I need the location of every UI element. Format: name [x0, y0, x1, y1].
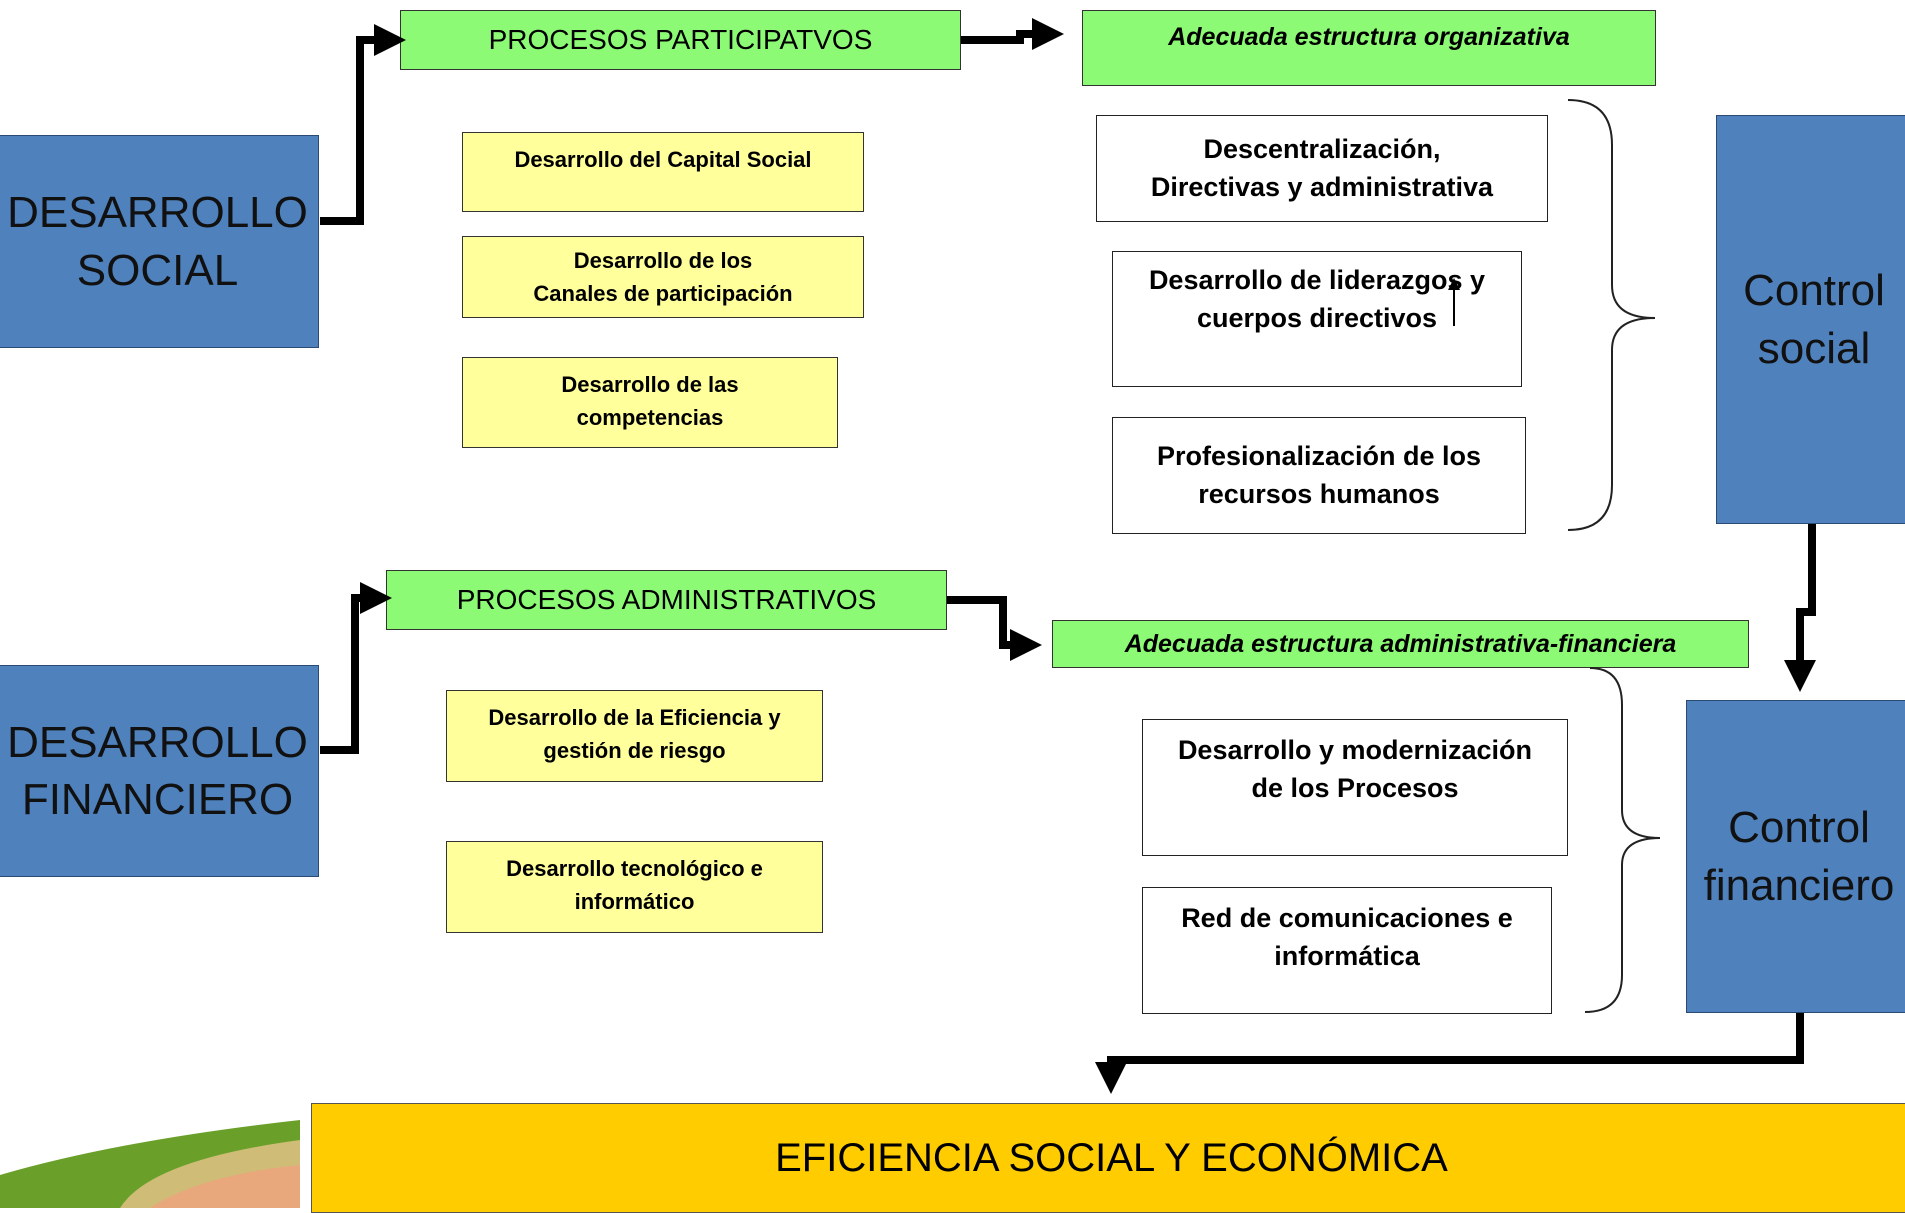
procesos-participativos-label: PROCESOS PARTICIPATVOS [488, 24, 873, 55]
admin-item-line: Desarrollo y modernización [1177, 735, 1533, 765]
estructura-administrativa-box: Adecuada estructura administrativa-finan… [1052, 620, 1749, 668]
eficiencia-goal-box: EFICIENCIA SOCIAL Y ECONÓMICA [311, 1103, 1905, 1213]
social-item-line: competencias [576, 405, 724, 430]
brace-organizativa [1567, 99, 1656, 531]
social-item-line: Desarrollo de las [561, 372, 739, 397]
org-item-line: cuerpos directivos [1196, 302, 1438, 333]
estructura-organizativa-label: Adecuada estructura organizativa [1168, 23, 1570, 51]
desarrollo-social-line1: DESARROLLO [7, 188, 308, 238]
desarrollo-social-line2: SOCIAL [76, 245, 239, 295]
social-item-line: Desarrollo del Capital Social [514, 147, 812, 172]
financial-item-line: gestión de riesgo [543, 738, 726, 763]
org-item-line: Profesionalización de los [1156, 440, 1482, 471]
admin-item-procesos: Desarrollo y modernización de los Proces… [1142, 719, 1568, 856]
connector-social-to-procesos [320, 24, 406, 225]
org-item-liderazgos: Desarrollo de liderazgos y cuerpos direc… [1112, 251, 1522, 387]
procesos-administrativos-box: PROCESOS ADMINISTRATIVOS [386, 570, 947, 630]
financial-item-line: informático [574, 889, 695, 914]
connector-control-social-to-financiero [1784, 524, 1816, 692]
procesos-participativos-box: PROCESOS PARTICIPATVOS [400, 10, 961, 70]
control-financiero-line1: Control [1728, 803, 1870, 853]
control-social-box: Control social [1716, 115, 1905, 524]
org-item-line: Descentralización, [1203, 133, 1441, 164]
admin-item-line: informática [1274, 940, 1420, 971]
org-item-line: Directivas y administrativa [1150, 171, 1494, 202]
control-social-line1: Control [1743, 266, 1885, 316]
connector-procesos-to-estructura [961, 18, 1064, 50]
org-item-descentralizacion: Descentralización, Directivas y administ… [1096, 115, 1548, 222]
financial-item-tecnologico: Desarrollo tecnológico e informático [446, 841, 823, 933]
org-item-profesionalizacion: Profesionalización de los recursos human… [1112, 417, 1526, 534]
eficiencia-goal-label: EFICIENCIA SOCIAL Y ECONÓMICA [775, 1136, 1448, 1180]
estructura-organizativa-box: Adecuada estructura organizativa [1082, 10, 1656, 86]
estructura-administrativa-label: Adecuada estructura administrativa-finan… [1124, 629, 1677, 658]
financial-item-line: Desarrollo de la Eficiencia y [488, 705, 781, 730]
admin-item-line: de los Procesos [1251, 772, 1459, 803]
financial-item-line: Desarrollo tecnológico e [506, 856, 763, 881]
control-financiero-line2: financiero [1703, 860, 1895, 910]
financial-item-eficiencia: Desarrollo de la Eficiencia y gestión de… [446, 690, 823, 782]
admin-item-line: Red de comunicaciones e [1181, 903, 1513, 933]
connector-control-to-goal [1095, 1013, 1804, 1094]
org-item-line: Desarrollo de liderazgos y [1148, 265, 1486, 295]
desarrollo-financiero-line2: FINANCIERO [21, 775, 294, 824]
connector-financiero-to-procesos [320, 582, 392, 754]
control-financiero-box: Control financiero [1686, 700, 1905, 1013]
control-social-line2: social [1757, 323, 1871, 373]
desarrollo-financiero-box: DESARROLLO FINANCIERO [0, 665, 319, 877]
social-item-line: Desarrollo de los [573, 248, 753, 273]
desarrollo-social-box: DESARROLLO SOCIAL [0, 135, 319, 348]
admin-item-red: Red de comunicaciones e informática [1142, 887, 1552, 1014]
org-item-line: recursos humanos [1198, 478, 1440, 509]
social-item-competencias: Desarrollo de las competencias [462, 357, 838, 448]
desarrollo-financiero-line1: DESARROLLO [7, 717, 308, 767]
social-item-capital: Desarrollo del Capital Social [462, 132, 864, 212]
connector-procesos-to-estructura-admin [947, 596, 1042, 661]
social-item-canales: Desarrollo de los Canales de participaci… [462, 236, 864, 318]
social-item-line: Canales de participación [533, 281, 793, 306]
brace-administrativa [1584, 667, 1661, 1013]
procesos-administrativos-label: PROCESOS ADMINISTRATIVOS [456, 584, 877, 615]
